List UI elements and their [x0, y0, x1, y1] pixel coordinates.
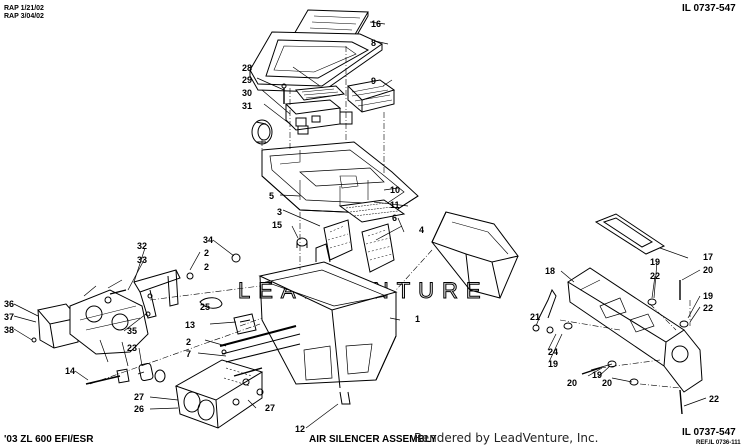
callout-8: 8 [371, 38, 376, 48]
callout-27a: 27 [134, 392, 144, 402]
part-15-grommet [296, 237, 308, 248]
callout-5: 5 [269, 191, 274, 201]
callout-31: 31 [242, 101, 252, 111]
part-21-clamp [537, 288, 557, 321]
callout-37: 37 [4, 312, 14, 322]
part-7-strips [219, 325, 301, 386]
callout-13: 13 [185, 320, 195, 330]
leader-lines [13, 21, 707, 429]
diagram-title: AIR SILENCER ASSEMBLY [309, 434, 437, 445]
part-28-label [295, 85, 346, 101]
callout-labels: 16 8 9 28 29 30 31 10 11 5 3 6 4 15 34 3… [4, 19, 719, 434]
rendered-by-credit: Rendered by LeadVenture, Inc. [414, 431, 599, 445]
model-name: '03 ZL 600 EFI/ESR [4, 434, 94, 445]
part-6-grille [338, 199, 406, 223]
callout-15: 15 [272, 220, 282, 230]
callout-35: 35 [127, 326, 137, 336]
part-14-bolt [85, 368, 130, 385]
callout-19d: 19 [592, 370, 602, 380]
part-5-upper-housing [261, 141, 419, 215]
callout-30: 30 [242, 88, 252, 98]
callout-16: 16 [371, 19, 381, 29]
callout-7: 7 [186, 349, 191, 359]
revision-date-1: RAP 1/21/02 [4, 5, 44, 12]
callout-20c: 20 [602, 378, 612, 388]
callout-34: 34 [203, 235, 213, 245]
callout-19c: 19 [548, 359, 558, 369]
callout-20a: 20 [703, 265, 713, 275]
revision-date-2: RAP 3/04/02 [4, 13, 44, 20]
callout-2b: 2 [204, 262, 209, 272]
callout-22b: 22 [703, 303, 713, 313]
callout-23: 23 [127, 343, 137, 353]
callout-11: 11 [390, 200, 400, 210]
callout-10: 10 [390, 185, 400, 195]
illustration-code-top: IL 0737-547 [682, 3, 736, 14]
callout-12: 12 [295, 424, 305, 434]
callout-17: 17 [703, 252, 713, 262]
callout-36: 36 [4, 299, 14, 309]
callout-4: 4 [419, 225, 424, 235]
callout-33: 33 [137, 255, 147, 265]
callout-32: 32 [137, 241, 147, 251]
callout-29: 29 [242, 75, 252, 85]
callout-1: 1 [415, 314, 420, 324]
callout-25: 25 [200, 302, 210, 312]
callout-38: 38 [4, 325, 14, 335]
illustration-code-bottom: IL 0737-547 [682, 427, 736, 438]
part-1-lower-housing [258, 243, 398, 405]
callout-19a: 19 [650, 257, 660, 267]
right-hardware [532, 280, 689, 415]
callout-28: 28 [242, 63, 252, 73]
callout-2a: 2 [204, 248, 209, 258]
part-25-ring [199, 297, 223, 309]
part-8-lid [249, 31, 384, 93]
reference-code: REF.IL 0736-111 [696, 440, 741, 446]
part-9-filter [346, 79, 396, 113]
left-hardware [31, 253, 264, 406]
part-17-seal [594, 213, 666, 255]
callout-18: 18 [545, 266, 555, 276]
part-32-bracket [133, 269, 181, 319]
callout-22a: 22 [650, 271, 660, 281]
callout-9: 9 [371, 76, 376, 86]
callout-21: 21 [530, 312, 540, 322]
part-26-chamber [174, 359, 264, 429]
callout-20b: 20 [567, 378, 577, 388]
part-18-rear-duct [567, 267, 703, 393]
callout-26: 26 [134, 404, 144, 414]
callout-6: 6 [392, 213, 397, 223]
callout-22c: 22 [709, 394, 719, 404]
part-3-foam [323, 219, 353, 261]
callout-24: 24 [548, 347, 558, 357]
callout-27b: 27 [265, 403, 275, 413]
callout-19b: 19 [703, 291, 713, 301]
callout-3: 3 [277, 207, 282, 217]
callout-14: 14 [65, 366, 75, 376]
reference-lines [89, 46, 691, 389]
part-11-intake-duct [431, 211, 519, 299]
callout-2c: 2 [186, 337, 191, 347]
part-4-foam [361, 223, 395, 273]
throttle-body-assembly [69, 279, 149, 367]
